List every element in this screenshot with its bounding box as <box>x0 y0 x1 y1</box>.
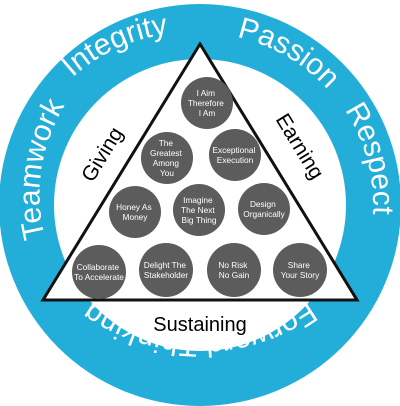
pyramid-triangle <box>40 41 360 302</box>
bubble-line: Stakeholder <box>144 270 189 280</box>
bubble-circle <box>238 183 290 235</box>
bubble-line: No Risk <box>218 260 248 270</box>
bubble-line: Your Story <box>281 270 320 280</box>
bubble-circle <box>109 186 161 238</box>
svg-text:The Greatest A: The Greatest Among You <box>150 138 184 178</box>
bubble-line: You <box>160 168 174 178</box>
bubble-line: Execution <box>217 155 254 165</box>
bubble-circle <box>207 243 261 297</box>
bubble-line: Money <box>123 212 149 222</box>
bubble-line: Among <box>153 158 180 168</box>
bubble-line: I Aim <box>197 88 216 98</box>
bubble-line: Design <box>250 199 276 209</box>
svg-text:Imagine The Next: Imagine The Next Big Thing <box>181 195 217 225</box>
bubble-line: The Next <box>181 205 215 215</box>
bubble-imagine-next-big-thing: Imagine The Next Big Thing <box>173 184 225 236</box>
bubble-circle <box>141 132 193 184</box>
bubble-circle <box>209 129 261 181</box>
svg-text:Delight The Stakeholde: Delight The Stakeholder <box>144 260 189 280</box>
bubble-line: No Gain <box>219 270 250 280</box>
bubble-line: Honey As <box>116 202 152 212</box>
svg-text:I Aim Therefore: I Aim Therefore I Am <box>188 88 226 118</box>
value-bubbles: I Aim Therefore I Am The Greatest Among … <box>72 77 327 299</box>
bubble-line: Greatest <box>150 148 183 158</box>
bubble-i-aim: I Aim Therefore I Am <box>181 77 233 129</box>
bubble-circle <box>173 184 225 236</box>
bubble-share-your-story: Share Your Story <box>273 243 327 297</box>
bubble-circle <box>273 243 327 297</box>
svg-text:Exceptional Execution: Exceptional Execution <box>212 145 257 165</box>
bubble-exceptional-execution: Exceptional Execution <box>209 129 261 181</box>
bubble-line: I Am <box>199 108 216 118</box>
bubble-greatest-among-you: The Greatest Among You <box>141 132 193 184</box>
svg-text:No Risk No Gain: No Risk No Gain <box>218 260 249 280</box>
svg-text:Share Your Story: Share Your Story <box>281 260 320 280</box>
bubble-line: The <box>159 138 174 148</box>
bubble-circle <box>181 77 233 129</box>
bubble-delight-the-stakeholder: Delight The Stakeholder <box>139 243 193 297</box>
bubble-line: Share <box>288 260 311 270</box>
bubble-line: To Accelerate <box>74 272 124 282</box>
bubble-line: Exceptional <box>212 145 255 155</box>
svg-text:Design Organically: Design Organically <box>243 199 285 219</box>
pyramid-label-sustaining: Sustaining <box>153 314 246 336</box>
bubble-line: Collaborate <box>77 262 120 272</box>
bubble-collaborate-to-accelerate: Collaborate To Accelerate <box>72 245 126 299</box>
bubble-line: Imagine <box>183 195 213 205</box>
bubble-line: Delight The <box>144 260 187 270</box>
bubble-circle <box>72 245 126 299</box>
bubble-no-risk-no-gain: No Risk No Gain <box>207 243 261 297</box>
bubble-line: Big Thing <box>182 215 217 225</box>
bubble-line: Organically <box>243 209 285 219</box>
bubble-honey-as-money: Honey As Money <box>109 186 161 238</box>
bubble-line: Therefore <box>188 98 224 108</box>
svg-text:Collaborate To Acceler: Collaborate To Accelerate <box>74 262 124 282</box>
bubble-design-organically: Design Organically <box>238 183 290 235</box>
svg-text:Honey As Money: Honey As Money <box>116 202 154 222</box>
bubble-circle <box>139 243 193 297</box>
